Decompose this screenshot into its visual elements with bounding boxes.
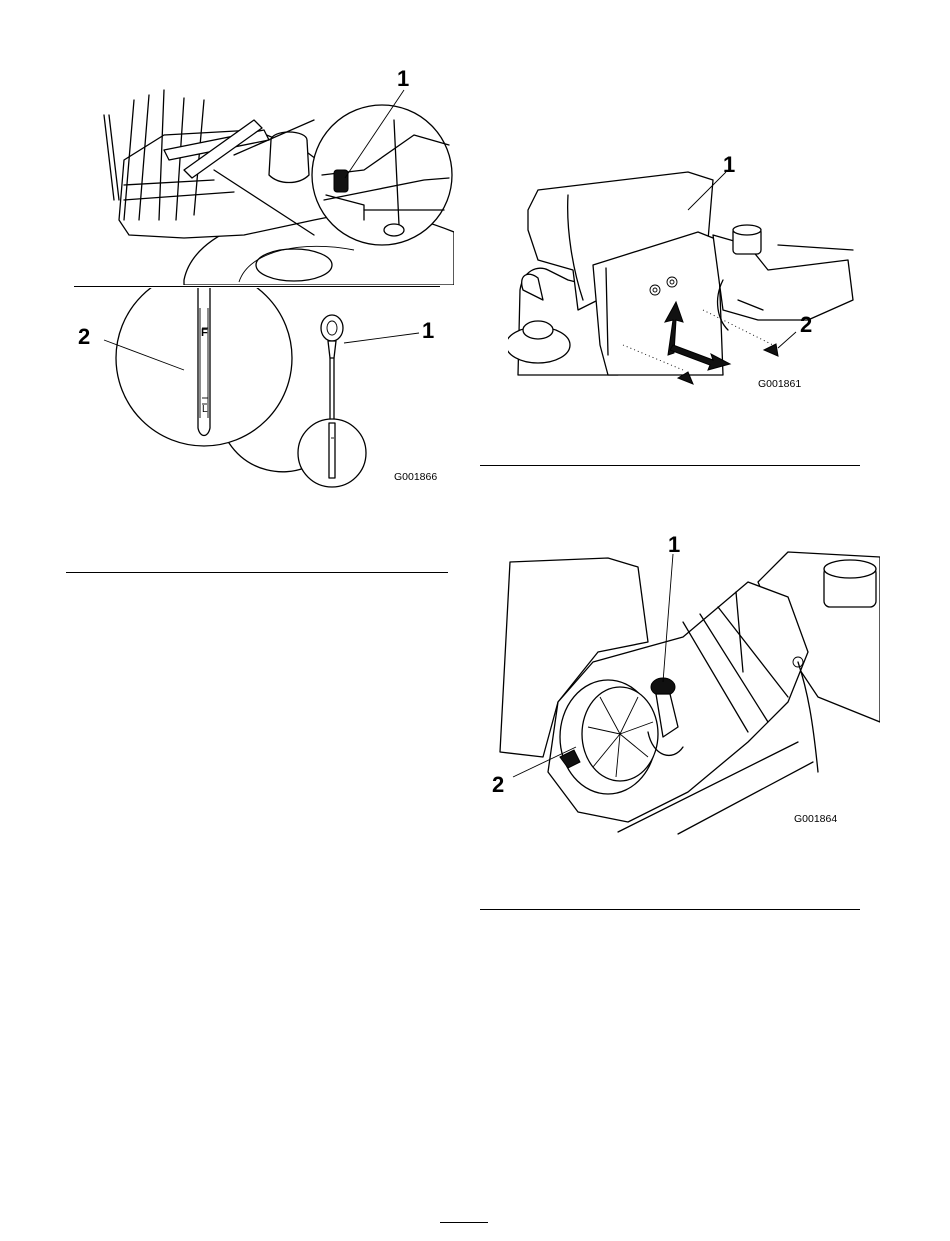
- mower-engine-illustration: 1: [64, 60, 454, 285]
- callout-dipstick-cap: 1: [668, 532, 680, 557]
- figure-bottom-rule: [480, 909, 860, 910]
- figure-divider: [74, 286, 440, 287]
- page-footer-rule: [440, 1222, 488, 1223]
- figure-dipstick-location: 1: [64, 60, 454, 285]
- figure-bottom-rule: [66, 572, 448, 573]
- figure-code: G001861: [758, 378, 801, 390]
- full-mark-label: F: [201, 327, 208, 339]
- figure-air-cleaner: 1 2 G001864: [488, 522, 880, 842]
- figure-code: G001864: [794, 813, 837, 825]
- figure-bottom-rule: [480, 465, 860, 466]
- callout-knob: 2: [800, 312, 812, 337]
- figure-dipstick-detail: F L 1 2 G001866: [64, 288, 454, 488]
- low-mark-label: L: [202, 404, 208, 415]
- engine-cover-illustration: 1 2 G001861: [508, 150, 858, 400]
- dipstick-illustration: F L 1 2 G001866: [64, 288, 454, 488]
- figure-code: G001866: [394, 471, 437, 483]
- callout-cover: 1: [723, 152, 735, 177]
- callout-dipstick: 1: [422, 318, 434, 343]
- air-cleaner-illustration: 1 2 G001864: [488, 522, 880, 842]
- callout-2: 2: [78, 324, 90, 349]
- callout-1: 1: [397, 66, 409, 91]
- callout-air-cleaner: 2: [492, 772, 504, 797]
- figure-engine-cover: 1 2 G001861: [508, 150, 858, 400]
